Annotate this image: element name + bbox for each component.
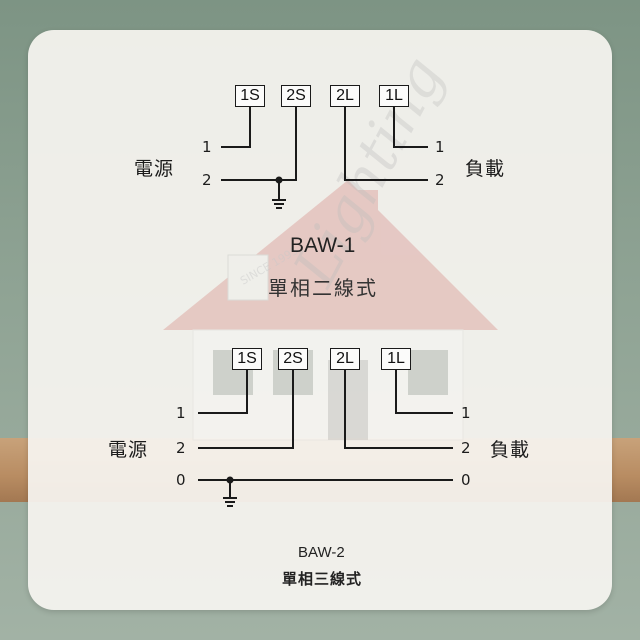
baw1-wire-2s: [221, 107, 297, 181]
baw1-subtitle: 單相二線式: [268, 276, 378, 300]
baw1-right-num-1: 1: [435, 138, 445, 156]
baw2-left-num-2: 2: [176, 439, 186, 457]
baw1-terminal-2s: 2S: [281, 85, 311, 107]
baw2-right-num-1: 1: [461, 404, 471, 422]
baw2-terminal-2l: 2L: [330, 348, 360, 370]
baw1-terminal-2l: 2L: [330, 85, 360, 107]
baw2-wire-1s: [198, 370, 248, 414]
baw1-source-label: 電源: [134, 158, 175, 180]
baw2-terminal-1s: 1S: [232, 348, 262, 370]
baw2-source-label: 電源: [108, 439, 149, 461]
baw2-terminal-2s: 2S: [278, 348, 308, 370]
wiring-diagram: [198, 107, 453, 507]
baw2-left-num-1: 1: [176, 404, 186, 422]
baw1-wire-1l: [393, 107, 428, 148]
baw2-right-num-2: 2: [461, 439, 471, 457]
baw2-ground-node: [226, 476, 234, 484]
baw2-left-num-0: 0: [176, 471, 186, 489]
baw2-load-label: 負載: [490, 439, 531, 461]
baw1-ground-node: [275, 176, 283, 184]
baw2-right-num-0: 0: [461, 471, 471, 489]
baw1-wire-1s: [221, 107, 251, 148]
baw1-right-num-2: 2: [435, 171, 445, 189]
baw1-left-num-1: 1: [202, 138, 212, 156]
baw2-wire-2s: [198, 370, 294, 449]
baw1-title: BAW-1: [290, 234, 356, 257]
diagram-card: Lighting SINCE 1995 1S: [28, 30, 612, 610]
baw1-load-label: 負載: [465, 158, 506, 180]
baw1-terminal-1s: 1S: [235, 85, 265, 107]
baw2-terminal-1l: 1L: [381, 348, 411, 370]
baw1-wire-2l: [344, 107, 428, 181]
baw2-subtitle: 單相三線式: [282, 570, 363, 588]
baw2-wire-2l: [344, 370, 453, 449]
baw1-left-num-2: 2: [202, 171, 212, 189]
baw1-terminal-1l: 1L: [379, 85, 409, 107]
baw2-title: BAW-2: [298, 544, 345, 561]
baw2-wire-1l: [395, 370, 453, 414]
